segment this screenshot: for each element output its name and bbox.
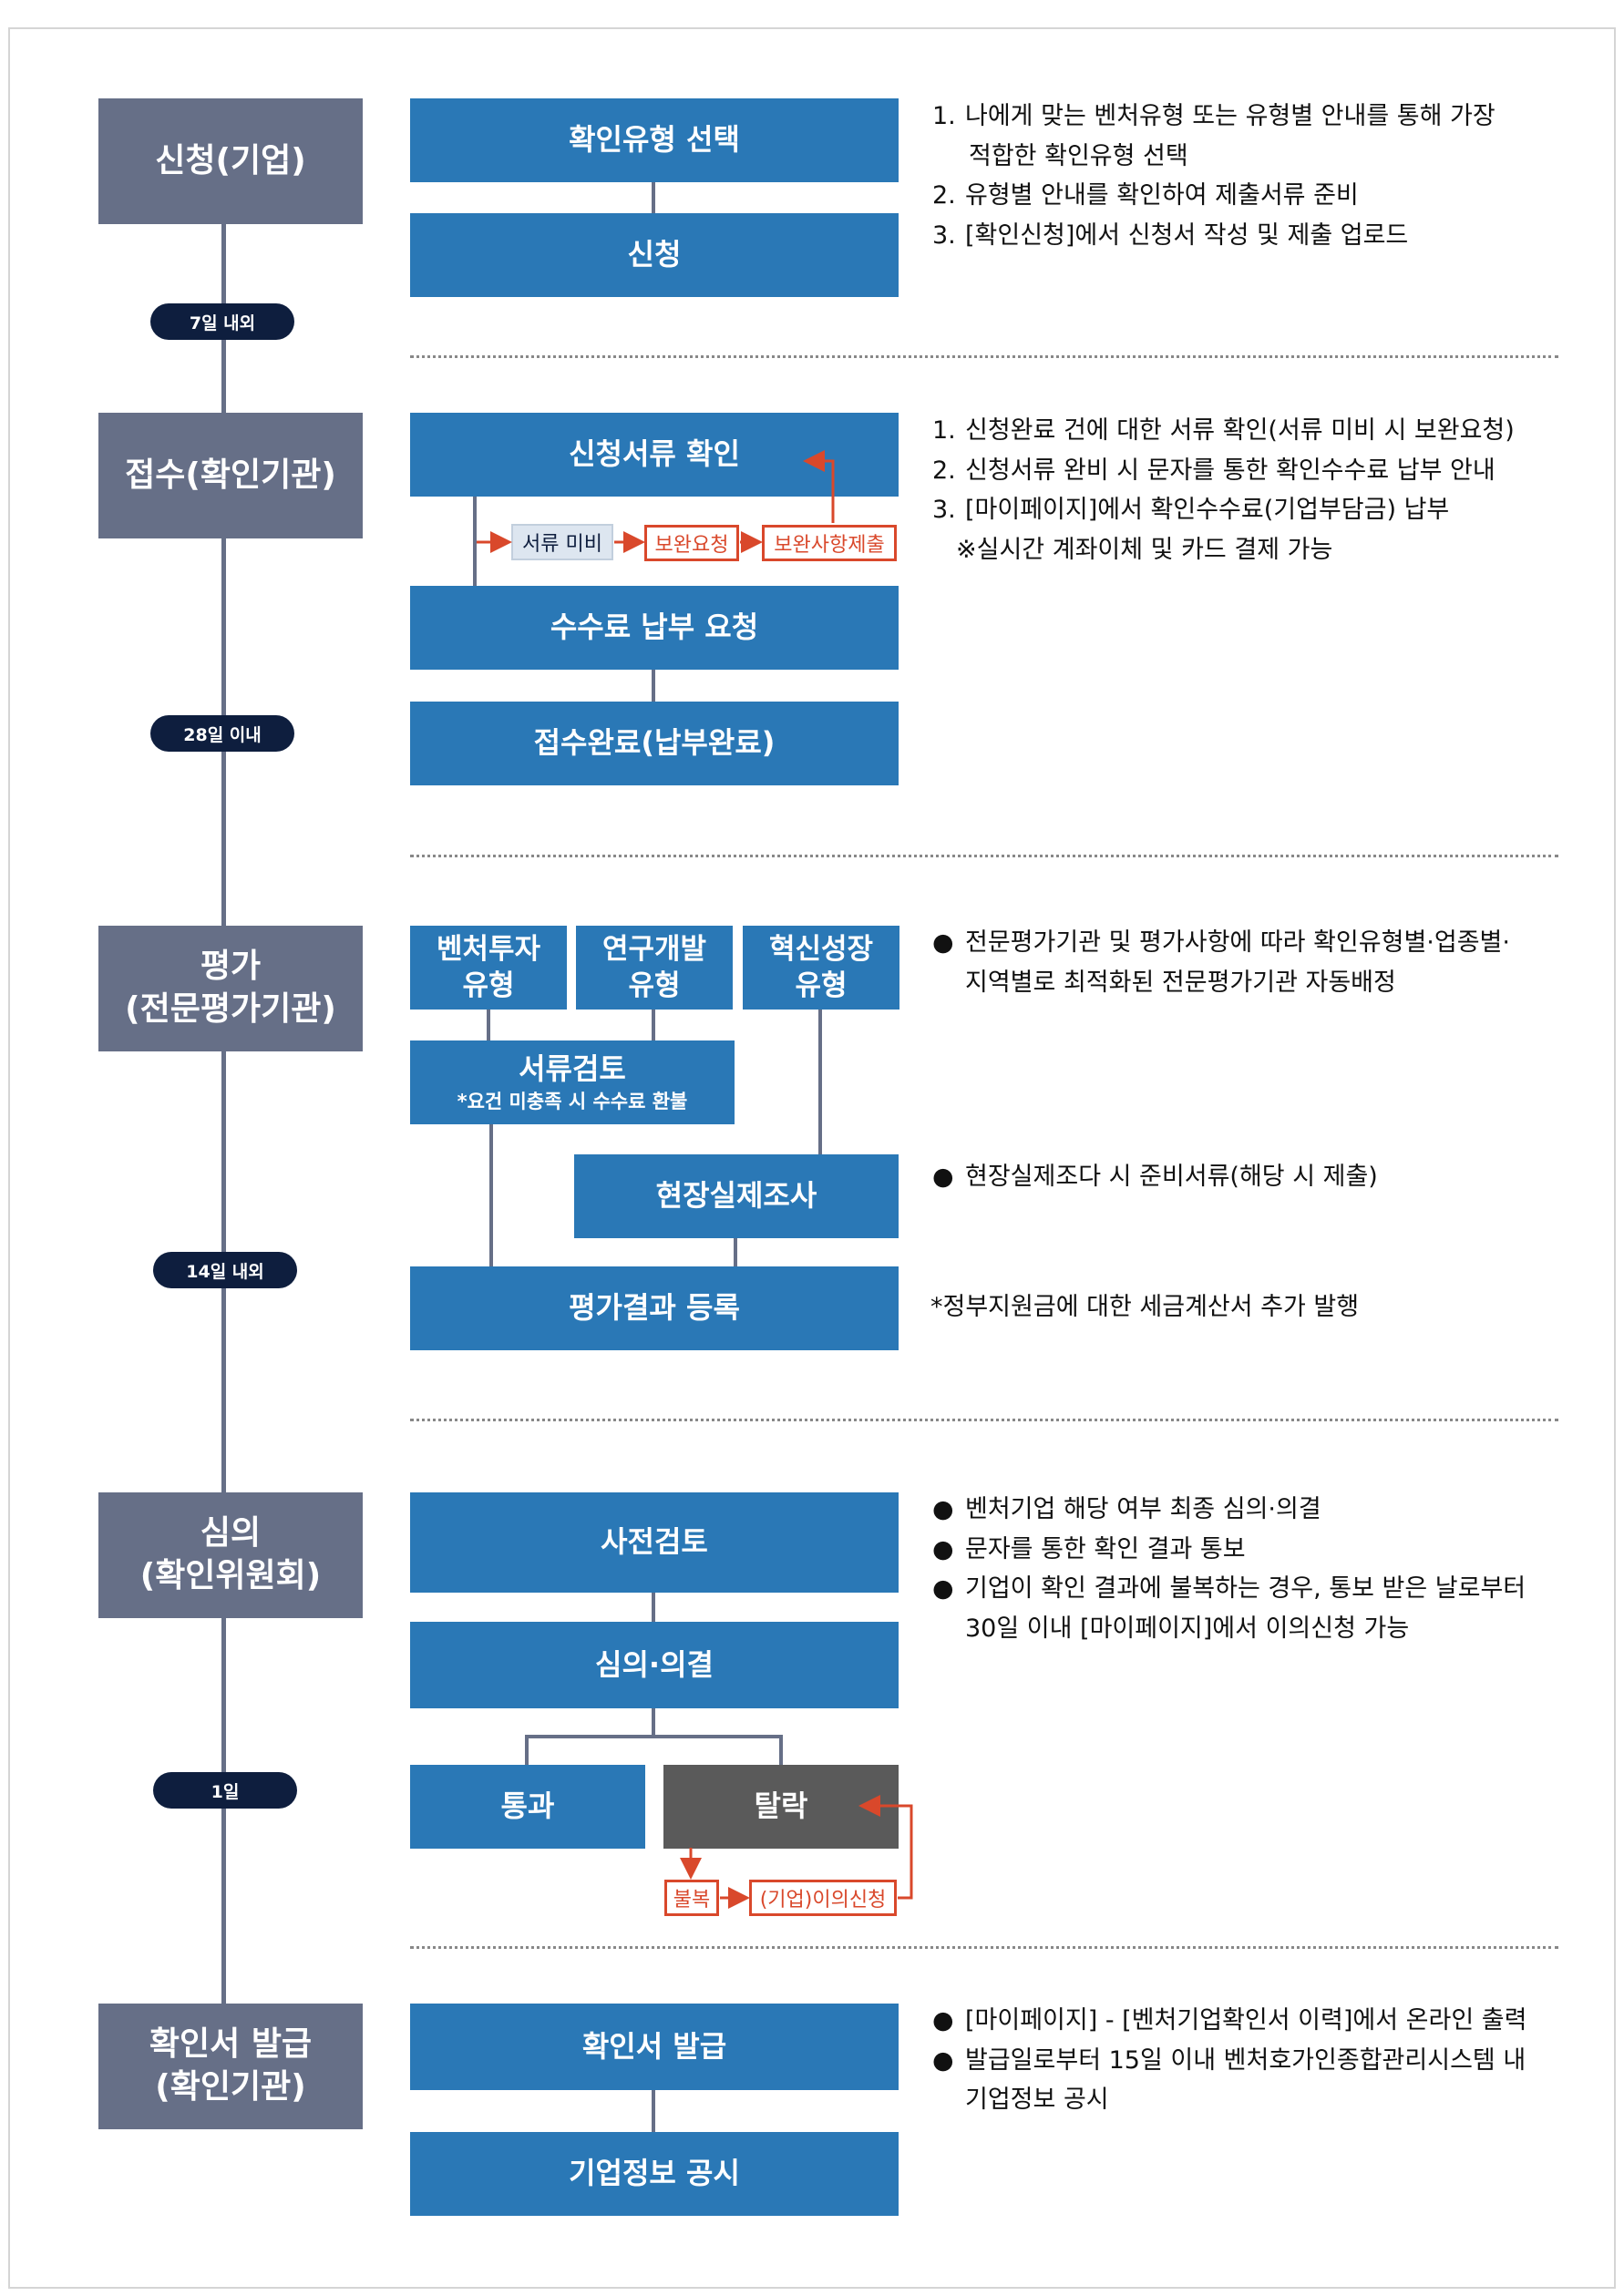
connector <box>652 180 655 215</box>
duration-badge: 7일 내외 <box>150 303 294 340</box>
section-divider <box>410 1419 1558 1421</box>
stage-issuance: 확인서 발급 (확인기관) <box>98 2004 363 2129</box>
step-field-inspection: 현장실제조사 <box>574 1154 899 1238</box>
stage-receipt: 접수(확인기관) <box>98 413 363 538</box>
evaluation-description-2: ●현장실제조다 시 준비서류(해당 시 제출) <box>932 1163 1378 1191</box>
connector <box>487 1009 490 1041</box>
stage-apply: 신청(기업) <box>98 98 363 224</box>
connector <box>779 1735 783 1766</box>
apply-description: 1.나에게 맞는 벤처유형 또는 유형별 안내를 통해 가장 적합한 확인유형 … <box>932 102 1496 251</box>
step-apply: 신청 <box>410 213 899 297</box>
connector <box>734 1237 737 1268</box>
connector <box>652 1009 655 1041</box>
stage-evaluation: 평가 (전문평가기관) <box>98 926 363 1051</box>
document-review-note: *요건 미충족 시 수수료 환불 <box>457 1091 688 1113</box>
connector <box>489 1123 493 1267</box>
connector <box>652 2088 655 2134</box>
step-select-type: 확인유형 선택 <box>410 98 899 182</box>
step-issue-certificate: 확인서 발급 <box>410 2004 899 2090</box>
connector <box>473 496 477 587</box>
connector <box>818 1009 822 1156</box>
section-divider <box>410 355 1558 358</box>
step-register-result: 평가결과 등록 <box>410 1266 899 1350</box>
outer-frame <box>8 27 1616 2289</box>
tag-supplement-request: 보완요청 <box>644 525 739 561</box>
tag-objection: 불복 <box>664 1880 719 1916</box>
step-document-review: 서류검토 *요건 미충족 시 수수료 환불 <box>410 1040 735 1124</box>
section-divider <box>410 1946 1558 1949</box>
step-disclose-info: 기업정보 공시 <box>410 2132 899 2216</box>
issuance-description: ● [마이페이지] - [벤처기업확인서 이력]에서 온라인 출력 ●발급일로부… <box>932 2006 1527 2115</box>
connector <box>652 670 655 702</box>
evaluation-description-3: *정부지원금에 대한 세금계산서 추가 발행 <box>930 1293 1360 1321</box>
connector <box>652 1592 655 1623</box>
connector <box>652 1707 655 1737</box>
duration-badge: 14일 내외 <box>153 1252 297 1288</box>
document-review-label: 서류검토 <box>519 1051 626 1086</box>
step-check-documents: 신청서류 확인 <box>410 413 899 497</box>
tag-missing-docs: 서류 미비 <box>511 524 613 560</box>
type-innovation-growth: 혁신성장 유형 <box>743 926 899 1010</box>
step-pre-review: 사전검토 <box>410 1492 899 1593</box>
result-pass: 통과 <box>410 1765 645 1849</box>
duration-badge: 28일 이내 <box>150 715 294 752</box>
connector <box>525 1735 783 1738</box>
stage-deliberation: 심의 (확인위원회) <box>98 1492 363 1618</box>
type-rnd: 연구개발 유형 <box>576 926 733 1010</box>
step-fee-request: 수수료 납부 요청 <box>410 586 899 670</box>
connector <box>525 1735 529 1766</box>
result-reject: 탈락 <box>663 1765 899 1849</box>
step-deliberation: 심의·의결 <box>410 1622 899 1708</box>
tag-supplement-submit: 보완사항제출 <box>762 525 897 561</box>
deliberation-description: ●벤처기업 해당 여부 최종 심의·의결 ●문자를 통한 확인 결과 통보 ●기… <box>932 1495 1526 1644</box>
receipt-description: 1.신청완료 건에 대한 서류 확인(서류 미비 시 보완요청) 2.신청서류 … <box>932 416 1515 565</box>
tag-appeal: (기업)이의신청 <box>749 1880 897 1916</box>
duration-badge: 1일 <box>153 1772 297 1809</box>
section-divider <box>410 855 1558 857</box>
type-venture-investment: 벤처투자 유형 <box>410 926 567 1010</box>
evaluation-description-1: ●전문평가기관 및 평가사항에 따라 확인유형별·업종별· 지역별로 최적화된 … <box>932 928 1510 997</box>
timeline-line <box>221 224 226 2012</box>
step-receipt-complete: 접수완료(납부완료) <box>410 702 899 785</box>
